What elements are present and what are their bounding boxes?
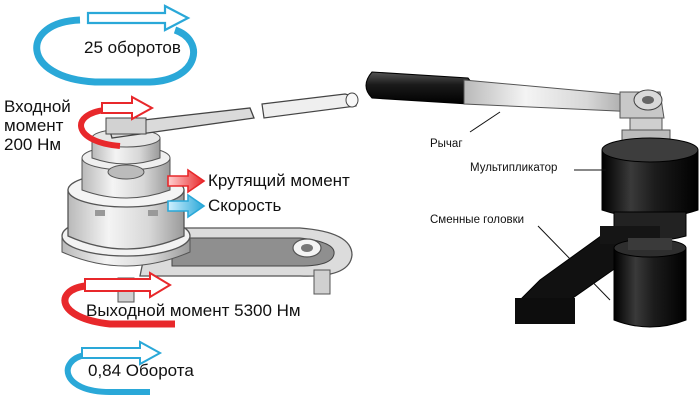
lever-leader-line (469, 111, 501, 133)
lever-wrench-illustration (365, 71, 665, 119)
socket-heads-illustration (613, 238, 687, 328)
legend-torque-arrow (167, 168, 206, 194)
torque-rotation-arrow-output (61, 271, 175, 328)
input-moment-line3: 200 Нм (4, 135, 62, 154)
legend-speed-label: Скорость (208, 196, 282, 215)
output-moment-label: Выходной момент 5300 Нм (86, 301, 301, 320)
heads-label: Сменные головки (430, 214, 525, 226)
input-moment-line1: Входной (4, 97, 71, 116)
input-moment-line2: момент (4, 116, 64, 135)
lever-label: Рычаг (430, 138, 463, 150)
heads-leader-line (537, 225, 611, 301)
torque-rotation-arrow-input (78, 95, 155, 149)
turns-top-label: 25 оборотов (84, 38, 181, 57)
right-multiplier-illustration (515, 117, 699, 324)
turns-bottom-label: 0,84 Оборота (88, 361, 194, 380)
legend-torque-label: Крутящий момент (208, 171, 350, 190)
multiplier-label: Мультипликатор (470, 162, 558, 174)
speed-rotation-arrow-bottom (64, 340, 163, 395)
speed-rotation-arrow-top (33, 4, 198, 86)
legend-speed-arrow (167, 193, 206, 219)
